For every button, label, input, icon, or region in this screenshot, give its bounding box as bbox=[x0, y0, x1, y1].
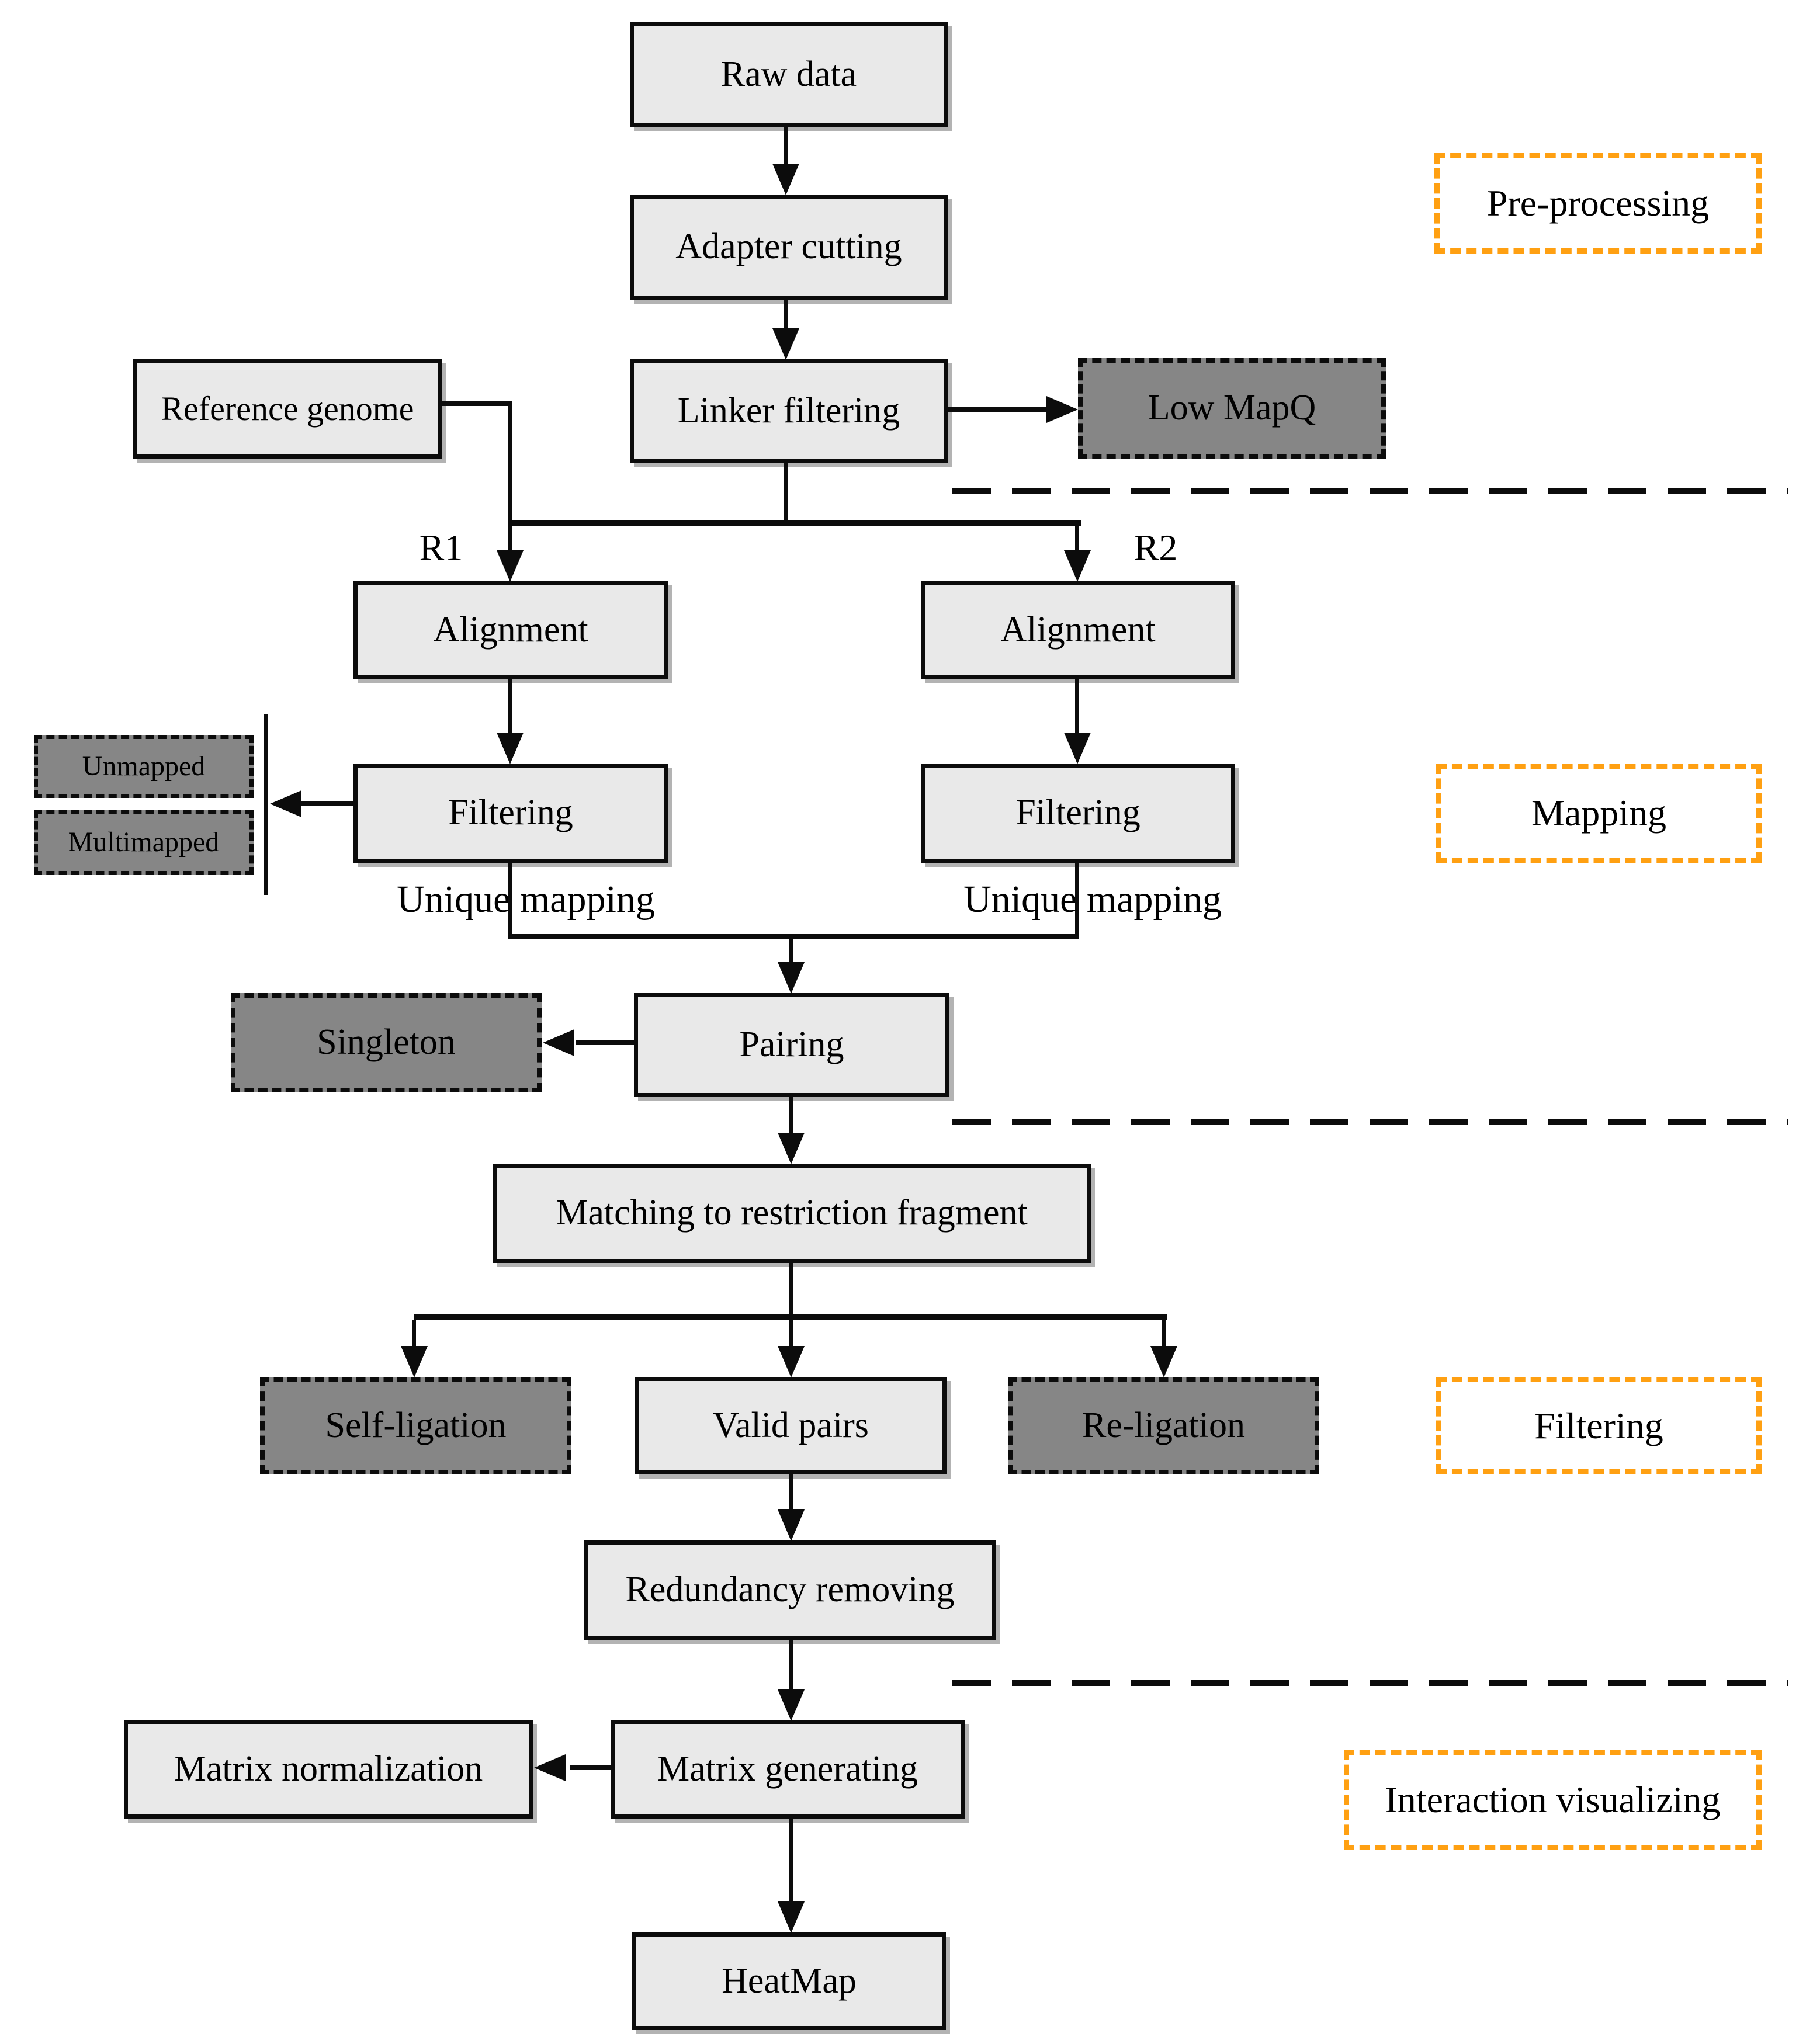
node-linker-filtering: Linker filtering bbox=[630, 359, 948, 463]
edge-redundancy-to-matrixgen-arrowhead bbox=[778, 1689, 805, 1721]
edge-merge-to-pairing-line bbox=[789, 939, 793, 966]
label-unique-mapping-r2: Unique mapping bbox=[963, 878, 1222, 921]
edge-alignment-r2-to-filtering-arrowhead bbox=[1064, 733, 1091, 764]
node-matrix-generating: Matrix generating bbox=[611, 1720, 965, 1819]
edge-adapter-to-linker-arrowhead bbox=[772, 328, 799, 360]
node-valid-pairs: Valid pairs bbox=[635, 1377, 947, 1474]
edge-ligation-splitter-line bbox=[414, 1314, 1167, 1320]
edge-filtering-to-discard-arrowhead bbox=[270, 790, 301, 817]
branch-label-r2: R2 bbox=[1133, 527, 1178, 568]
edge-matrixgen-to-heatmap-line bbox=[789, 1819, 793, 1903]
edge-unique-r1-down-line bbox=[508, 863, 512, 938]
branch-label-r1: R1 bbox=[419, 527, 463, 568]
edge-matrixgen-to-matrixnorm-line bbox=[570, 1765, 611, 1770]
edge-valid-to-redundancy-line bbox=[789, 1474, 793, 1511]
edge-r1-branch-arrowhead bbox=[497, 550, 524, 582]
node-redundancy-removing: Redundancy removing bbox=[584, 1540, 996, 1640]
edge-valid-to-redundancy-arrowhead bbox=[778, 1509, 805, 1541]
edge-to-re-ligation-arrowhead bbox=[1150, 1346, 1177, 1377]
edge-linker-to-lowmapq-line bbox=[948, 407, 1050, 412]
edge-to-re-ligation-line bbox=[1162, 1320, 1166, 1347]
edge-matrixgen-to-matrixnorm-arrowhead bbox=[534, 1754, 566, 1781]
edge-pairing-to-matching-arrowhead bbox=[778, 1133, 805, 1164]
edge-to-valid-pairs-arrowhead bbox=[778, 1346, 805, 1377]
node-singleton: Singleton bbox=[231, 993, 542, 1092]
label-unique-mapping-r1: Unique mapping bbox=[397, 878, 655, 921]
edge-filtering-to-discard-line bbox=[300, 801, 353, 806]
node-low-mapq: Low MapQ bbox=[1078, 358, 1386, 459]
edge-raw-to-adapter-arrowhead bbox=[772, 164, 799, 195]
node-multimapped: Multimapped bbox=[34, 810, 254, 875]
node-heatmap: HeatMap bbox=[632, 1932, 946, 2030]
edge-merge-to-pairing-arrowhead bbox=[778, 962, 805, 994]
edge-raw-to-adapter-line bbox=[784, 127, 788, 168]
edge-pairing-to-singleton-line bbox=[576, 1040, 634, 1045]
edge-matching-down-line bbox=[789, 1263, 793, 1318]
edge-merge-line bbox=[508, 934, 1079, 939]
separator-pre-processing-mapping bbox=[952, 488, 1788, 494]
node-alignment-r2: Alignment bbox=[921, 581, 1235, 679]
edge-linker-down-line bbox=[784, 463, 788, 525]
separator-filtering-visualizing bbox=[952, 1680, 1788, 1686]
node-re-ligation: Re-ligation bbox=[1008, 1377, 1319, 1474]
edge-to-valid-pairs-line bbox=[789, 1320, 793, 1347]
edge-adapter-to-linker-line bbox=[784, 300, 788, 332]
edge-matrixgen-to-heatmap-arrowhead bbox=[778, 1901, 805, 1933]
edge-to-self-ligation-arrowhead bbox=[401, 1346, 428, 1377]
edge-redundancy-to-matrixgen-line bbox=[789, 1640, 793, 1691]
node-alignment-r1: Alignment bbox=[353, 581, 668, 679]
node-matching-to-restriction-fragment: Matching to restriction fragment bbox=[493, 1164, 1091, 1263]
node-filtering-r2: Filtering bbox=[921, 764, 1235, 863]
edge-pairing-to-matching-line bbox=[789, 1097, 793, 1135]
edge-to-self-ligation-line bbox=[412, 1320, 416, 1347]
edge-alignment-r1-to-filtering-line bbox=[508, 679, 512, 735]
edge-r2-branch-arrowhead bbox=[1064, 550, 1091, 582]
node-self-ligation: Self-ligation bbox=[260, 1377, 571, 1474]
node-adapter-cutting: Adapter cutting bbox=[630, 195, 948, 300]
stage-mapping: Mapping bbox=[1436, 764, 1762, 863]
node-pairing: Pairing bbox=[634, 993, 949, 1097]
discard-collector-bar bbox=[264, 714, 268, 895]
edge-r1-r2-splitter-line bbox=[508, 520, 1081, 526]
edge-unique-r2-down-line bbox=[1075, 863, 1079, 938]
edge-alignment-r1-to-filtering-arrowhead bbox=[497, 733, 524, 764]
separator-mapping-filtering bbox=[952, 1119, 1788, 1125]
stage-pre-processing: Pre-processing bbox=[1434, 153, 1762, 254]
edge-r1-branch-line bbox=[508, 401, 512, 553]
edge-linker-to-lowmapq-arrowhead bbox=[1046, 396, 1078, 423]
edge-reference-genome-line bbox=[442, 401, 511, 406]
node-filtering-r1: Filtering bbox=[353, 764, 668, 863]
node-raw-data: Raw data bbox=[630, 22, 948, 127]
stage-interaction-visualizing: Interaction visualizing bbox=[1344, 1750, 1762, 1850]
edge-alignment-r2-to-filtering-line bbox=[1075, 679, 1079, 735]
node-reference-genome: Reference genome bbox=[133, 359, 442, 459]
node-unmapped: Unmapped bbox=[34, 735, 254, 798]
edge-r2-branch-line bbox=[1075, 522, 1079, 553]
edge-pairing-to-singleton-arrowhead bbox=[543, 1029, 574, 1056]
node-matrix-normalization: Matrix normalization bbox=[124, 1720, 533, 1819]
stage-filtering: Filtering bbox=[1436, 1377, 1762, 1474]
